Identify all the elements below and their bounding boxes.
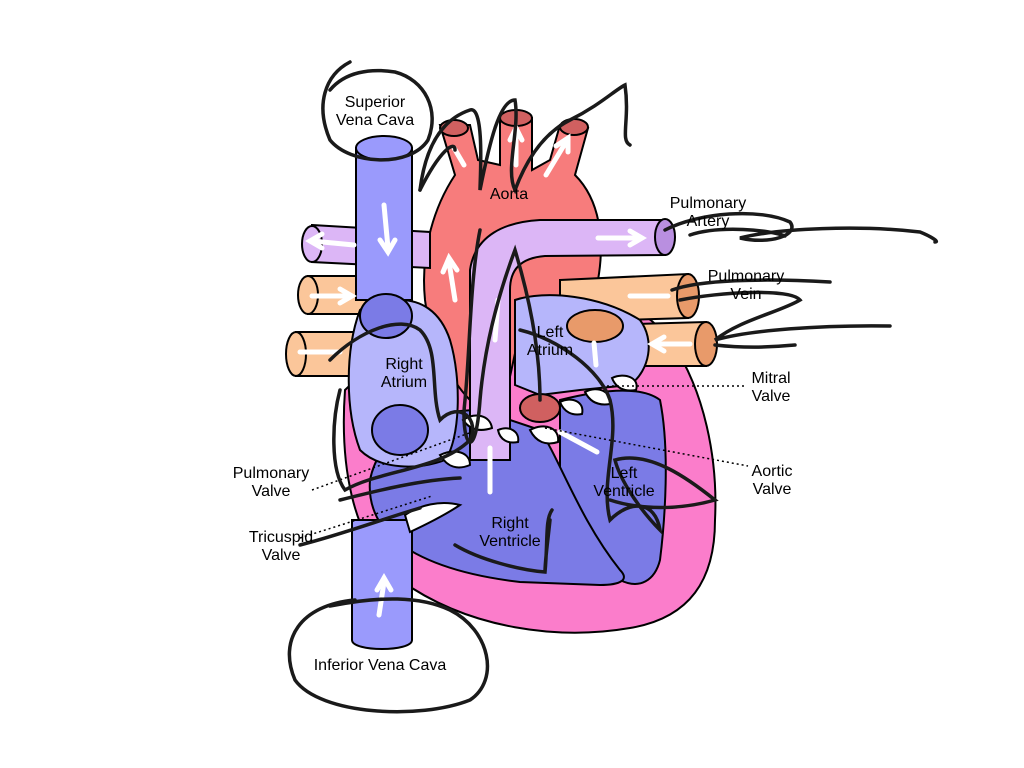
coronary-sinus bbox=[371, 404, 429, 456]
label-superior-vena-cava-line1: Superior bbox=[344, 94, 406, 111]
label-right-ventricle-line1: Right bbox=[491, 515, 529, 532]
label-left-ventricle-line2: Ventricle bbox=[593, 483, 655, 500]
aortic-valve bbox=[519, 393, 584, 445]
scribble-pulmonary-valve bbox=[298, 476, 462, 547]
label-pulmonary-vein-line2: Vein bbox=[730, 286, 762, 303]
label-pulmonary-vein-line1: Pulmonary bbox=[707, 268, 785, 285]
scribble-ivc-circle bbox=[287, 597, 490, 714]
label-right-ventricle-line2: Ventricle bbox=[479, 533, 541, 550]
label-inferior-vena-cava-text: Inferior Vena Cava bbox=[313, 657, 447, 674]
label-superior-vena-cava: Superior Vena Cava bbox=[330, 94, 420, 130]
label-right-atrium: Right Atrium bbox=[372, 356, 436, 392]
label-mitral-valve: Mitral Valve bbox=[742, 370, 800, 406]
flow-arrows bbox=[297, 122, 693, 618]
handwritten-annotations bbox=[287, 60, 938, 714]
scribble-aorta-top bbox=[418, 82, 632, 195]
scribble-septum bbox=[462, 228, 542, 444]
label-pulmonary-artery-line2: Artery bbox=[686, 213, 730, 230]
scribble-aorta-left bbox=[418, 144, 457, 192]
label-tricuspid-valve-line1: Tricuspid bbox=[248, 529, 314, 546]
label-pulmonary-artery: Pulmonary Artery bbox=[662, 195, 754, 231]
label-superior-vena-cava-line2: Vena Cava bbox=[335, 112, 415, 129]
label-aorta-text: Aorta bbox=[489, 186, 529, 203]
label-pulmonary-valve-line2: Valve bbox=[251, 483, 291, 500]
label-left-atrium: Left Atrium bbox=[520, 324, 580, 360]
label-right-atrium-line1: Right bbox=[385, 356, 423, 373]
label-pulmonary-artery-line1: Pulmonary bbox=[669, 195, 747, 212]
label-aortic-valve-line2: Valve bbox=[752, 481, 792, 498]
label-inferior-vena-cava: Inferior Vena Cava bbox=[300, 657, 460, 675]
label-left-ventricle-line1: Left bbox=[610, 465, 638, 482]
label-left-ventricle: Left Ventricle bbox=[582, 465, 666, 501]
leader-lines bbox=[299, 385, 749, 539]
label-mitral-valve-line1: Mitral bbox=[751, 370, 791, 387]
scribble-right-atrium bbox=[328, 322, 475, 493]
label-pulmonary-valve: Pulmonary Valve bbox=[225, 465, 317, 501]
label-pulmonary-vein: Pulmonary Vein bbox=[700, 268, 792, 304]
label-aortic-valve: Aortic Valve bbox=[742, 463, 802, 499]
label-tricuspid-valve-line2: Valve bbox=[261, 547, 301, 564]
label-tricuspid-valve: Tricuspid Valve bbox=[236, 529, 326, 565]
label-mitral-valve-line2: Valve bbox=[751, 388, 791, 405]
scribble-svc-circle bbox=[321, 60, 434, 162]
label-pulmonary-valve-line1: Pulmonary bbox=[232, 465, 310, 482]
superior-vena-cava-base bbox=[359, 293, 413, 339]
label-left-atrium-line1: Left bbox=[536, 324, 564, 341]
label-right-atrium-line2: Atrium bbox=[380, 374, 428, 391]
label-aortic-valve-line1: Aortic bbox=[751, 463, 793, 480]
scribble-pulmonary-vein bbox=[670, 278, 892, 349]
scribble-left-ventricle bbox=[518, 328, 719, 536]
label-right-ventricle: Right Ventricle bbox=[468, 515, 552, 551]
label-left-atrium-line2: Atrium bbox=[526, 342, 574, 359]
label-aorta: Aorta bbox=[484, 186, 534, 204]
scribble-pulmonary-artery bbox=[663, 211, 938, 244]
scribble-right-ventricle bbox=[453, 508, 554, 574]
